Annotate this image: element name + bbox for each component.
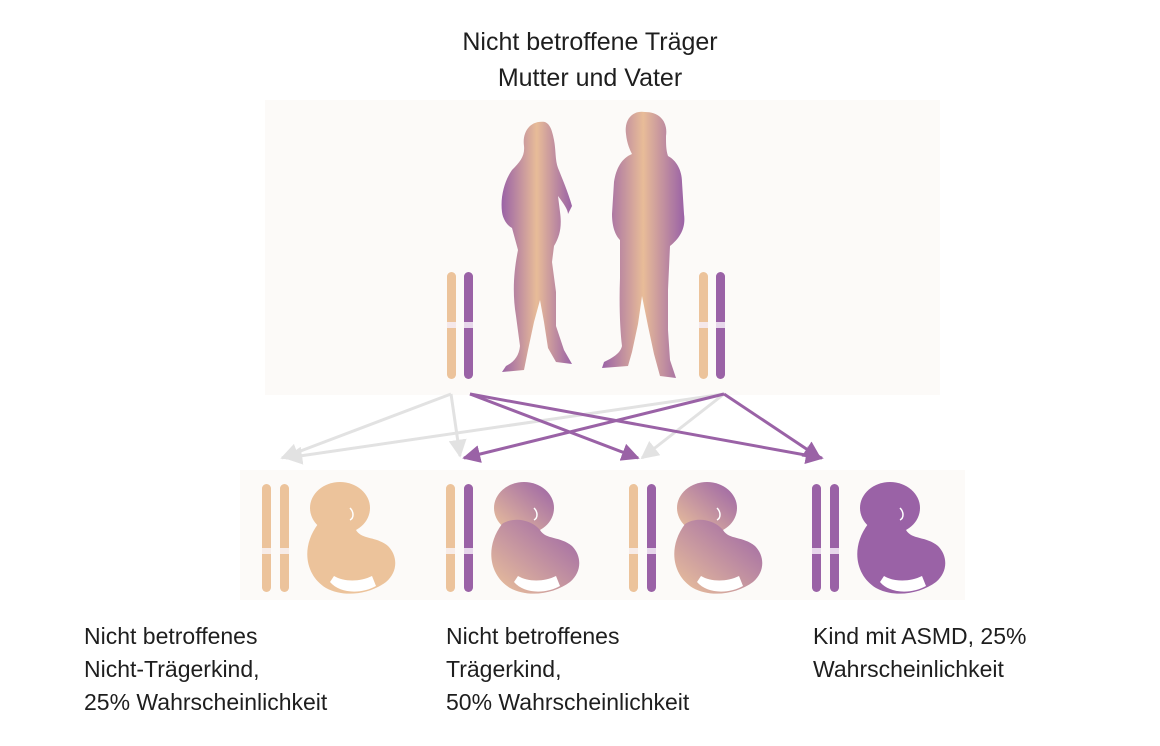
caption-line: Wahrscheinlichkeit	[813, 656, 1004, 682]
child2-chromosome-b	[464, 484, 473, 592]
affected-allele-arrows	[462, 392, 824, 464]
caption-line: 25% Wahrscheinlichkeit	[84, 689, 328, 715]
title-line-2: Mutter und Vater	[497, 64, 683, 92]
child1-baby-silhouette	[307, 482, 396, 594]
child1-chromosome-b	[280, 484, 289, 592]
child3-chromosome-a	[629, 484, 638, 592]
caption-affected: Kind mit ASMD, 25% Wahrscheinlichkeit	[813, 620, 1026, 686]
caption-line: Nicht-Trägerkind,	[84, 656, 260, 682]
caption-line: Nicht betroffenes	[446, 623, 620, 649]
child4-baby-silhouette	[857, 482, 946, 594]
child-carrier-1	[446, 482, 580, 594]
parents-panel	[265, 100, 940, 395]
caption-line: Trägerkind,	[446, 656, 562, 682]
child4-chromosome-b	[830, 484, 839, 592]
diagram-title: Nicht betroffene Träger Mutter und Vater	[380, 24, 800, 96]
father-silhouette	[602, 111, 685, 378]
caption-line: 50% Wahrscheinlichkeit	[446, 689, 690, 715]
father-chromosome-pair	[699, 272, 725, 379]
child1-chromosome-a	[262, 484, 271, 592]
child2-baby-silhouette	[491, 482, 580, 594]
title-line-1: Nicht betroffene Träger	[462, 28, 718, 56]
child2-chromosome-a	[446, 484, 455, 592]
mother-chromosome-pair	[447, 272, 473, 379]
caption-non-carrier: Nicht betroffenes Nicht-Trägerkind, 25% …	[84, 620, 327, 719]
child3-baby-silhouette	[674, 482, 763, 594]
caption-line: Nicht betroffenes	[84, 623, 258, 649]
child-non-carrier	[262, 482, 396, 594]
caption-carrier: Nicht betroffenes Trägerkind, 50% Wahrsc…	[446, 620, 689, 719]
mother-silhouette	[501, 121, 572, 372]
healthy-allele-arrows	[280, 392, 725, 465]
child-affected	[812, 482, 946, 594]
caption-line: Kind mit ASMD, 25%	[813, 623, 1027, 649]
child3-chromosome-b	[647, 484, 656, 592]
child-carrier-2	[629, 482, 763, 594]
child4-chromosome-a	[812, 484, 821, 592]
